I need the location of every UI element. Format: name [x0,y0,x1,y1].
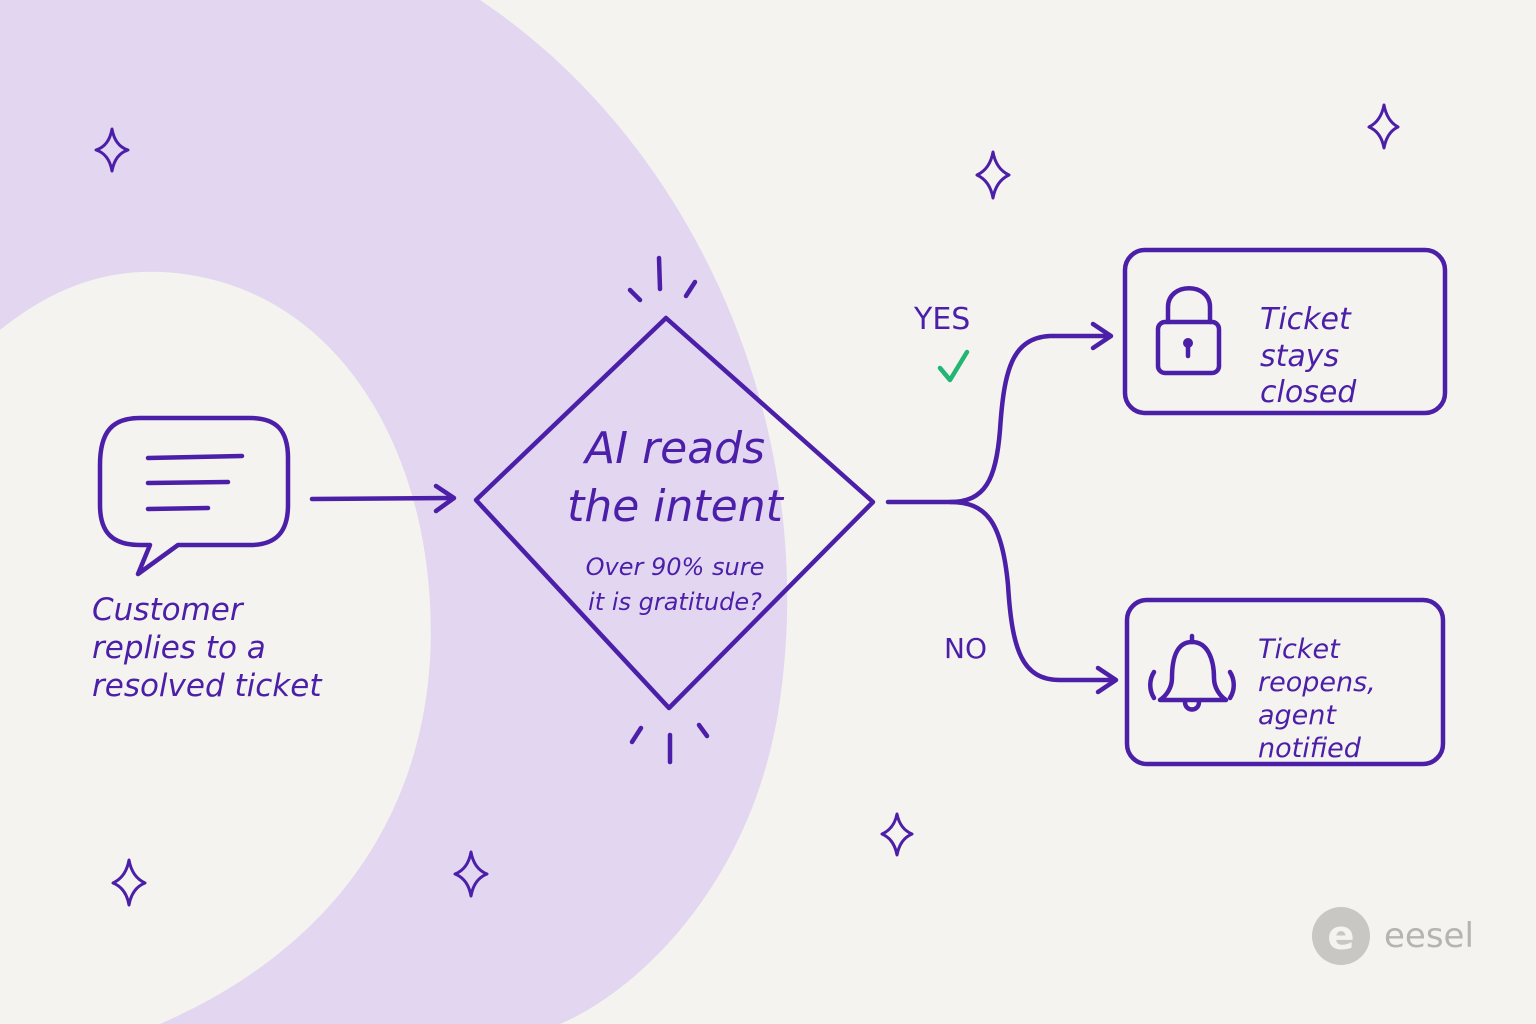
customer-reply-label: Customer replies to a resolved ticket [92,592,322,704]
ticket-reopen-label: Ticket reopens, agent notified [1258,634,1376,764]
yes-branch-label: YES [914,302,971,337]
arrow-to-decision [309,483,457,514]
sparkle-icon [1367,103,1400,150]
outcome-box-closed [1122,247,1448,416]
sparkle-icon [94,127,130,173]
speech-bubble-icon [97,415,291,577]
decision-diamond [473,315,876,711]
sparkle-icon [975,150,1011,200]
outcome-box-reopen [1124,597,1446,767]
lock-icon [1155,286,1222,376]
decision-title: AI reads the intent [567,423,783,533]
emphasis-strokes [627,255,710,765]
ticket-closed-label: Ticket stays closed [1260,302,1357,411]
no-branch-label: NO [944,632,987,665]
brand-logo: e eesel [1312,906,1474,966]
bell-icon [1148,633,1236,712]
lock-keyhole [1183,338,1193,348]
brand-mark-icon: e [1312,907,1370,965]
decision-question: Over 90% sure it is gratitude? [585,553,765,616]
fork-connector [885,321,1119,695]
sparkle-icon [453,850,489,898]
brand-name: eesel [1384,916,1474,956]
sparkle-icon [111,858,147,907]
checkmark-icon [937,349,970,383]
background-arc [0,0,788,1024]
sparkle-icon [880,812,914,857]
